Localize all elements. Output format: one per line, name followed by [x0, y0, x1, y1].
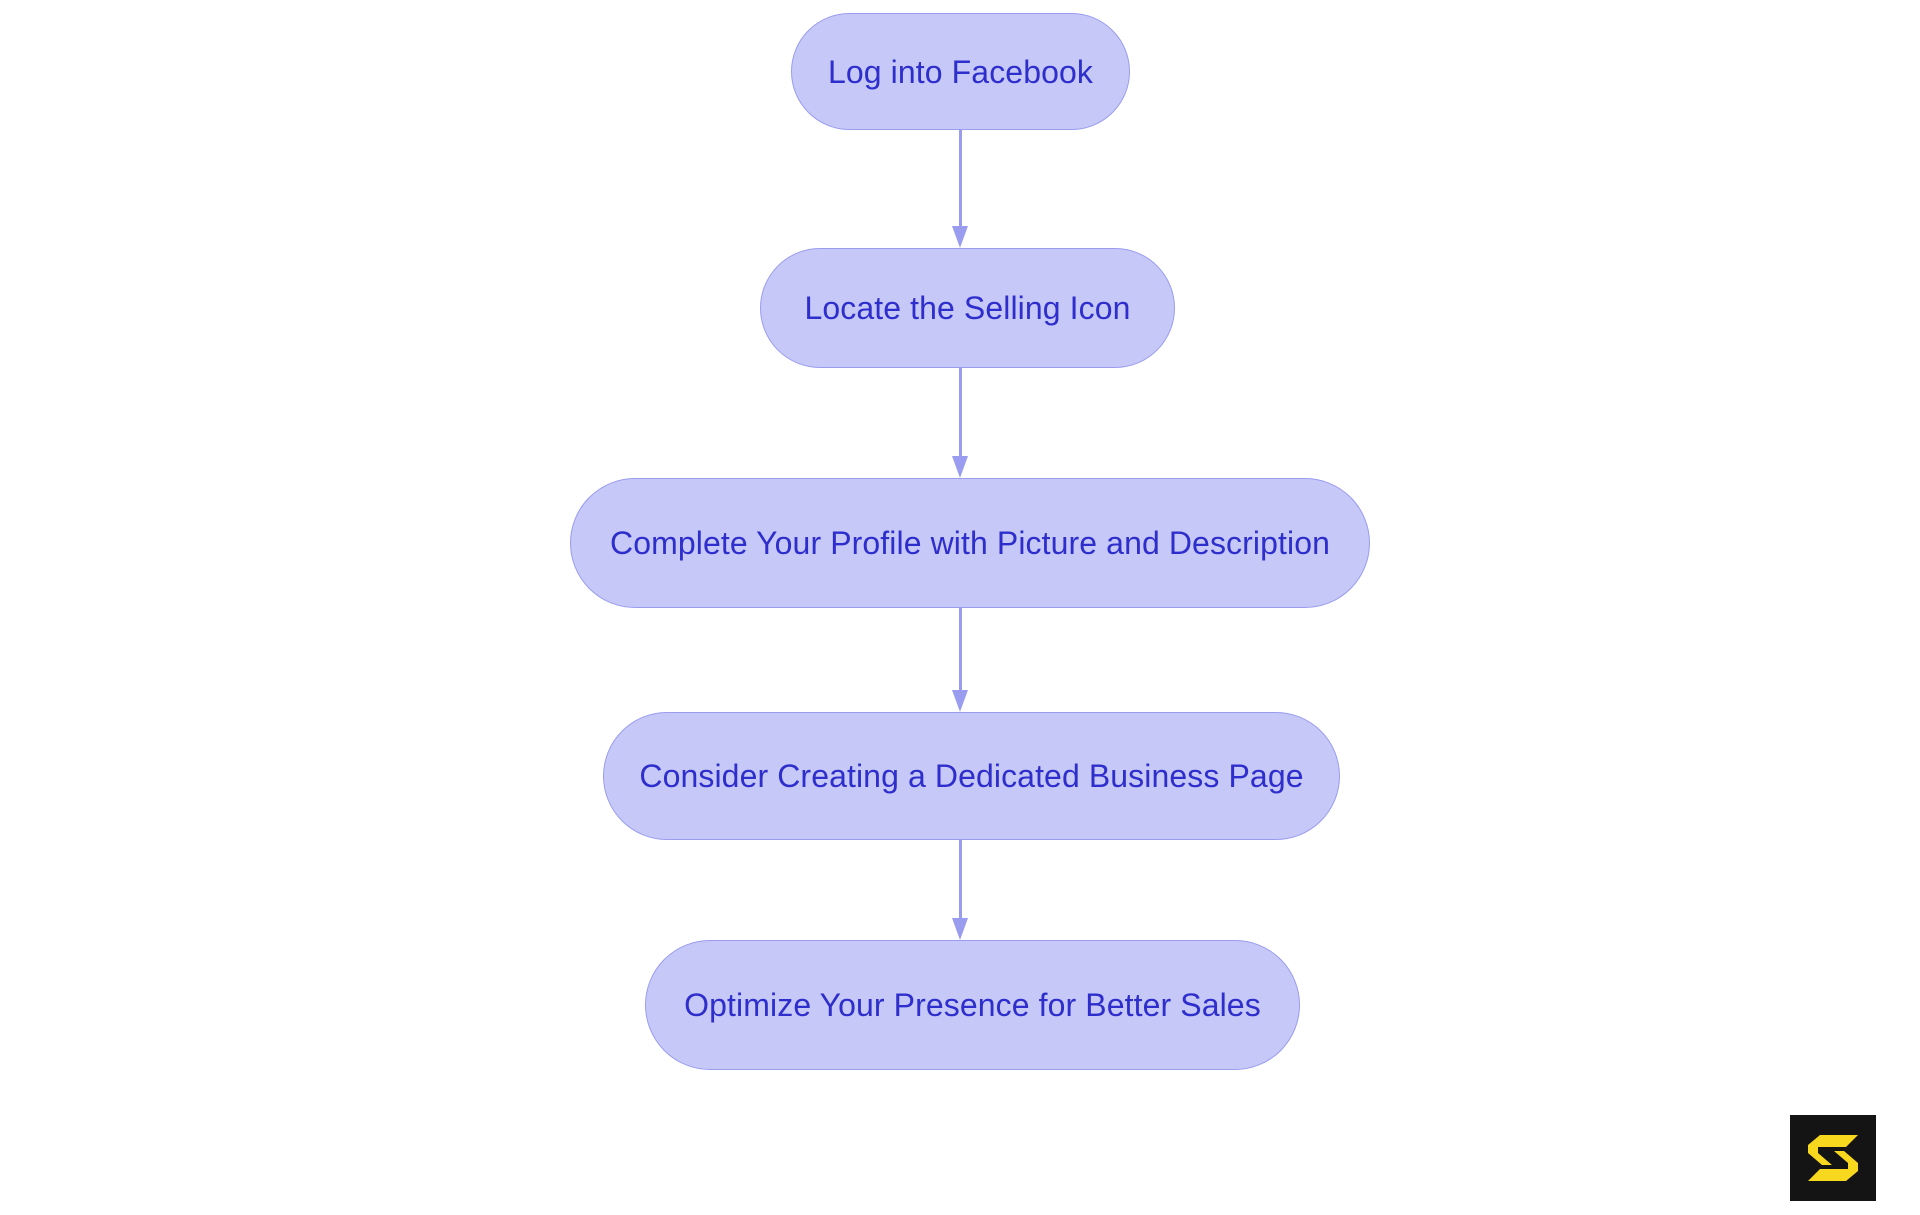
flow-node-step-2[interactable]: Locate the Selling Icon: [760, 248, 1175, 368]
brand-watermark: [1790, 1115, 1876, 1201]
arrow-head-icon: [951, 456, 968, 478]
flow-node-step-1[interactable]: Log into Facebook: [791, 13, 1130, 130]
flow-node-label: Optimize Your Presence for Better Sales: [684, 987, 1261, 1023]
arrow-head-icon: [951, 918, 968, 940]
connector-line: [958, 608, 962, 690]
flow-node-label: Complete Your Profile with Picture and D…: [609, 525, 1331, 561]
arrow-head-icon: [951, 226, 968, 248]
flow-connector-step-1-to-step-2: [951, 130, 968, 248]
flow-connector-step-4-to-step-5: [951, 840, 968, 940]
connector-line: [958, 130, 962, 226]
connector-line: [958, 368, 962, 456]
flow-node-label: Log into Facebook: [828, 53, 1093, 90]
flow-connector-step-2-to-step-3: [951, 368, 968, 478]
flow-node-label: Consider Creating a Dedicated Business P…: [639, 758, 1304, 794]
flow-node-step-4[interactable]: Consider Creating a Dedicated Business P…: [603, 712, 1340, 840]
flow-node-step-3[interactable]: Complete Your Profile with Picture and D…: [570, 478, 1370, 608]
arrow-head-icon: [951, 690, 968, 712]
letter-s-logo-icon: [1808, 1135, 1858, 1181]
flow-node-step-5[interactable]: Optimize Your Presence for Better Sales: [645, 940, 1300, 1070]
flow-connector-step-3-to-step-4: [951, 608, 968, 712]
flow-node-label: Locate the Selling Icon: [804, 290, 1131, 326]
connector-line: [958, 840, 962, 918]
